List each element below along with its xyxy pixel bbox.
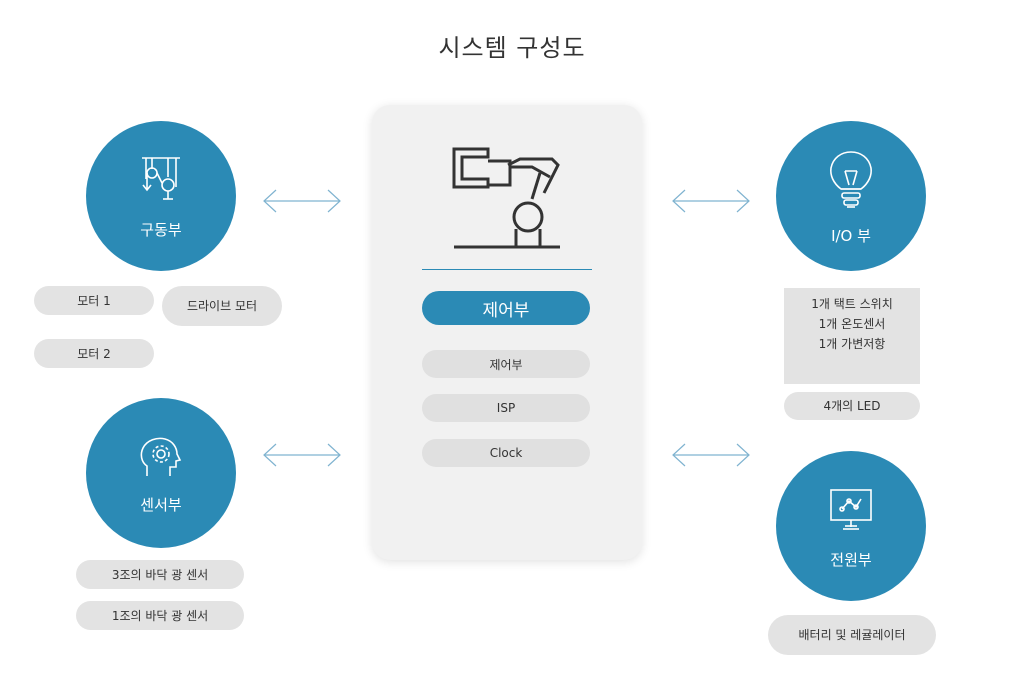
control-panel: 제어부 제어부 ISP Clock [372,105,642,560]
panel-divider [422,269,592,270]
sensor-unit-label: 센서부 [140,496,182,514]
io-box-line-1: 1개 택트 스위치 [811,297,893,311]
robot-arm-icon [452,147,560,249]
control-item-controller: 제어부 [422,350,590,378]
drive-item-motor1: 모터 1 [34,286,154,315]
drive-unit-circle: 구동부 [86,121,236,271]
light-bulb-icon [830,151,872,208]
drive-item-motor2: 모터 2 [34,339,154,368]
sensor-item-3: 3조의 바닥 광 센서 [76,560,244,589]
io-unit-label: I/O 부 [831,227,871,245]
io-box-line-3: 1개 가변저항 [818,337,886,351]
io-led-item: 4개의 LED [784,392,920,420]
arrow-control-io [672,189,750,213]
head-gear-icon [140,437,182,476]
power-item-battery: 배터리 및 레귤레이터 [768,615,936,655]
arrow-control-power [672,443,750,467]
io-box-line-2: 1개 온도센서 [818,317,886,331]
power-unit-circle: 전원부 [776,451,926,601]
page-title: 시스템 구성도 [438,34,586,62]
drive-item-drive-motor: 드라이브 모터 [162,286,282,326]
control-item-clock: Clock [422,439,590,467]
drive-unit-label: 구동부 [140,221,182,239]
sensor-unit-circle: 센서부 [86,398,236,548]
control-item-isp: ISP [422,394,590,422]
monitor-chart-icon [830,489,872,530]
sensor-item-1: 1조의 바닥 광 센서 [76,601,244,630]
arrow-drive-control [263,189,341,213]
io-unit-circle: I/O 부 [776,121,926,271]
pulley-icon [142,157,180,200]
power-unit-label: 전원부 [830,551,872,569]
io-switch-sensor-box: 1개 택트 스위치 1개 온도센서 1개 가변저항 [784,288,920,384]
arrow-sensor-control [263,443,341,467]
control-unit-label: 제어부 [422,291,590,325]
